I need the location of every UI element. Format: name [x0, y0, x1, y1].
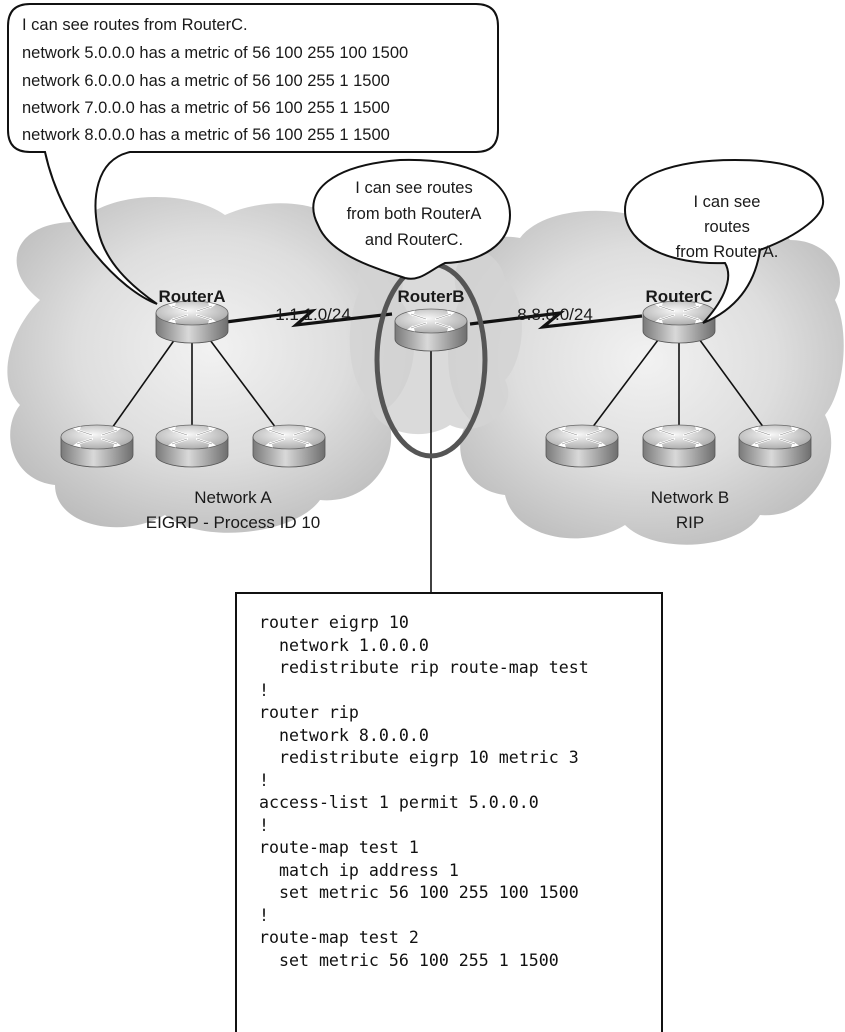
network-a-router-2-icon: [154, 423, 230, 469]
balloon-a-line: network 8.0.0.0 has a metric of 56 100 2…: [22, 126, 390, 144]
router-a-icon: [154, 299, 230, 345]
network-a-router-1-icon: [59, 423, 135, 469]
config-line: !: [259, 680, 269, 700]
config-line: set metric 56 100 255 1 1500: [259, 950, 559, 970]
config-line: route-map test 2: [259, 928, 419, 947]
config-line: !: [259, 815, 269, 835]
balloon-a-line: network 5.0.0.0 has a metric of 56 100 2…: [22, 44, 408, 62]
balloon-b-line: I can see routes: [355, 179, 472, 197]
balloon-c-line: from RouterA.: [676, 243, 779, 261]
network-a-name: Network A: [194, 488, 272, 507]
config-line: set metric 56 100 255 100 1500: [259, 883, 579, 902]
link-c-sub3: [693, 331, 765, 429]
router-a-balloon-text: I can see routes from RouterC. network 5…: [22, 16, 408, 144]
balloon-a-line: network 7.0.0.0 has a metric of 56 100 2…: [22, 99, 390, 117]
link-b-c-label: 8.8.8.0/24: [517, 305, 593, 324]
balloon-a-line: I can see routes from RouterC.: [22, 16, 248, 34]
router-b-speech-balloon: [312, 158, 512, 280]
network-b-protocol: RIP: [676, 513, 704, 532]
router-b-icon: [393, 307, 469, 353]
router-c-label: RouterC: [645, 287, 712, 306]
link-a-b-label: 1.1.1.0/24: [275, 305, 351, 324]
config-line: route-map test 1: [259, 838, 419, 857]
config-line: !: [259, 905, 269, 925]
network-a-router-3-icon: [251, 423, 327, 469]
config-line: network 1.0.0.0: [259, 635, 429, 655]
config-line: access-list 1 permit 5.0.0.0: [259, 793, 539, 812]
balloon-a-line: network 6.0.0.0 has a metric of 56 100 2…: [22, 72, 390, 90]
router-a-speech-balloon: [7, 3, 499, 305]
network-b-router-3-icon: [737, 423, 813, 469]
config-line: match ip address 1: [259, 860, 459, 880]
balloon-b-line: from both RouterA: [347, 205, 482, 223]
config-line: redistribute rip route-map test: [259, 658, 589, 677]
balloon-c-line: I can see: [694, 193, 761, 211]
network-a-protocol: EIGRP - Process ID 10: [146, 513, 320, 532]
balloon-b-line: and RouterC.: [365, 231, 463, 249]
config-line: redistribute eigrp 10 metric 3: [259, 748, 579, 767]
config-line: !: [259, 770, 269, 790]
serial-link-a-b: [225, 308, 393, 328]
router-a-label: RouterA: [158, 287, 225, 306]
network-b-router-2-icon: [641, 423, 717, 469]
config-line: router rip: [259, 703, 359, 722]
network-b-name: Network B: [651, 488, 729, 507]
router-c-speech-balloon: [623, 158, 825, 324]
link-c-sub1: [591, 331, 665, 429]
config-line: router eigrp 10: [259, 613, 409, 632]
router-b-config-box: router eigrp 10 network 1.0.0.0 redistri…: [235, 592, 663, 1032]
link-a-sub3: [203, 331, 277, 429]
balloon-c-line: routes: [704, 218, 750, 236]
link-a-sub1: [111, 331, 181, 429]
network-b-router-1-icon: [544, 423, 620, 469]
router-b-label: RouterB: [397, 287, 464, 306]
config-line: network 8.0.0.0: [259, 725, 429, 745]
serial-link-b-c: [469, 310, 643, 330]
